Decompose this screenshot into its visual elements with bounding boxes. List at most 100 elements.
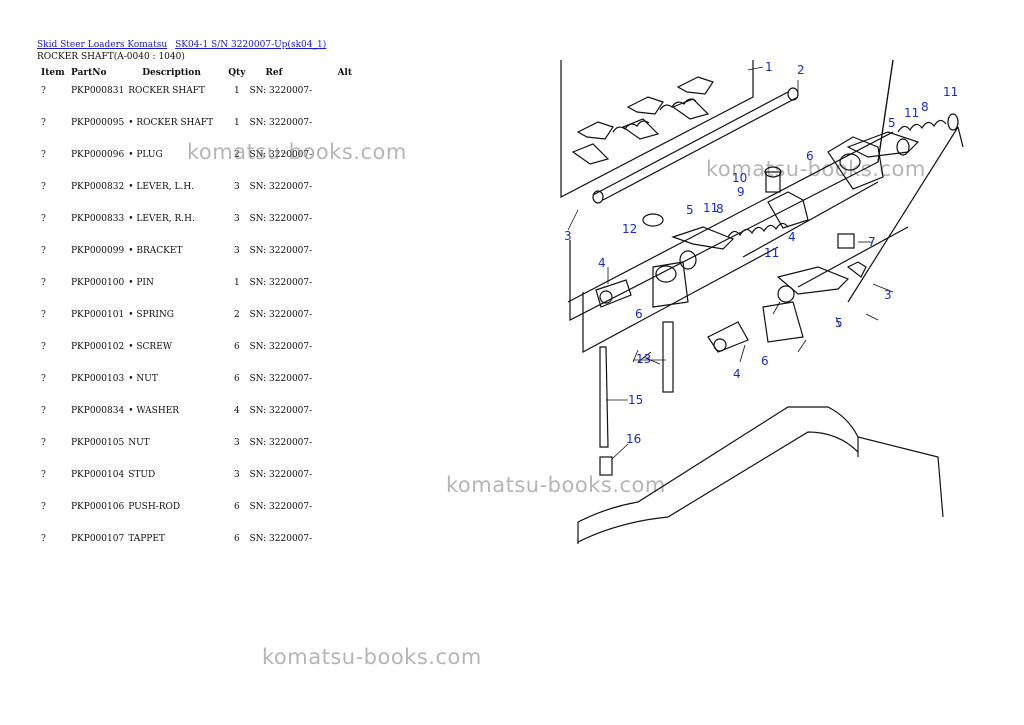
callout-label: 5 — [835, 316, 843, 330]
cell-qty: 3 — [233, 438, 240, 448]
cell-item: ? — [41, 118, 46, 128]
cell-description: • WASHER — [128, 406, 180, 416]
cell-partno: PKP000096 — [71, 150, 125, 160]
col-header-item: Item — [41, 68, 65, 78]
cell-item: ? — [41, 182, 46, 192]
cell-partno: PKP000833 — [71, 214, 125, 224]
cell-item: ? — [41, 342, 46, 352]
cell-partno: PKP000105 — [71, 438, 125, 448]
cell-description: • LEVER, L.H. — [128, 182, 195, 192]
cell-partno: PKP000831 — [71, 86, 125, 96]
callout-label: 11 — [764, 246, 779, 260]
col-header-partno: PartNo — [71, 68, 107, 78]
cell-ref: SN: 3220007- — [249, 118, 313, 128]
cell-ref: SN: 3220007- — [249, 534, 313, 544]
breadcrumb: Skid Steer Loaders Komatsu SK04-1 S/N 32… — [37, 40, 331, 50]
cell-alt — [337, 368, 356, 400]
watermark: komatsu-books.com — [187, 140, 407, 164]
cell-item: ? — [41, 278, 46, 288]
callout-label: 5 — [888, 116, 896, 130]
cell-partno: PKP000107 — [71, 534, 125, 544]
diagram-callouts: 1 2 3 4 5 6 7 8 9 10 11 11 12 13 15 16 4… — [564, 60, 958, 446]
cell-partno: PKP000102 — [71, 342, 125, 352]
breadcrumb-link-category[interactable]: Skid Steer Loaders Komatsu — [37, 40, 168, 50]
cell-partno: PKP000103 — [71, 374, 125, 384]
cell-alt — [337, 208, 356, 240]
cell-alt — [337, 304, 356, 336]
cell-item: ? — [41, 534, 46, 544]
cell-item: ? — [41, 310, 46, 320]
cell-partno: PKP000095 — [71, 118, 125, 128]
cell-partno: PKP000101 — [71, 310, 125, 320]
cell-partno: PKP000100 — [71, 278, 125, 288]
cell-alt — [337, 80, 356, 112]
cell-item: ? — [41, 150, 46, 160]
cell-qty: 2 — [233, 150, 240, 160]
cell-alt — [337, 400, 356, 432]
cell-description: • SCREW — [128, 342, 173, 352]
cell-partno: PKP000106 — [71, 502, 125, 512]
cell-qty: 3 — [233, 182, 240, 192]
callout-label: 11 — [904, 106, 919, 120]
callout-label: 11 — [943, 85, 958, 99]
cell-ref: SN: 3220007- — [249, 86, 313, 96]
callout-label: 13 — [636, 352, 651, 366]
callout-label: 6 — [761, 354, 769, 368]
exploded-parts-diagram: 1 2 3 4 5 6 7 8 9 10 11 11 12 13 15 16 4… — [560, 59, 964, 544]
cell-item: ? — [41, 246, 46, 256]
callout-label: 8 — [921, 100, 929, 114]
watermark: komatsu-books.com — [262, 645, 482, 669]
cell-qty: 6 — [233, 374, 240, 384]
cell-qty: 2 — [233, 310, 240, 320]
cell-item: ? — [41, 86, 46, 96]
cell-item: ? — [41, 502, 46, 512]
cell-ref: SN: 3220007- — [249, 374, 313, 384]
cell-description: • LEVER, R.H. — [128, 214, 195, 224]
table-header-row: Item PartNo Description Qty Ref Alt — [37, 66, 356, 80]
cell-alt — [337, 528, 356, 554]
cell-qty: 3 — [233, 470, 240, 480]
cell-ref: SN: 3220007- — [249, 150, 313, 160]
cell-item: ? — [41, 438, 46, 448]
cell-qty: 6 — [233, 502, 240, 512]
page-title: ROCKER SHAFT(A-0040 : 1040) — [37, 52, 185, 62]
cell-ref: SN: 3220007- — [249, 502, 313, 512]
callout-label: 4 — [598, 256, 606, 270]
cell-alt — [337, 240, 356, 272]
cell-qty: 1 — [233, 118, 240, 128]
cell-item: ? — [41, 214, 46, 224]
cell-alt — [337, 336, 356, 368]
cell-description: PUSH-ROD — [128, 502, 181, 512]
callout-label: 12 — [622, 222, 637, 236]
callout-label: 11 — [703, 201, 718, 215]
cell-description: • PIN — [128, 278, 154, 288]
parts-table: Item PartNo Description Qty Ref Alt ?PKP… — [37, 66, 356, 554]
cell-description: • BRACKET — [128, 246, 183, 256]
cell-qty: 3 — [233, 214, 240, 224]
cell-description: • PLUG — [128, 150, 163, 160]
callout-label: 2 — [797, 63, 805, 77]
cell-qty: 6 — [233, 534, 240, 544]
cell-ref: SN: 3220007- — [249, 406, 313, 416]
callout-label: 3 — [564, 229, 572, 243]
cell-alt — [337, 272, 356, 304]
breadcrumb-link-model[interactable]: SK04-1 S/N 3220007-Up(sk04_1) — [175, 40, 327, 50]
cell-partno: PKP000834 — [71, 406, 125, 416]
cell-qty: 3 — [233, 246, 240, 256]
cell-qty: 1 — [233, 86, 240, 96]
cell-partno: PKP000104 — [71, 470, 125, 480]
cell-ref: SN: 3220007- — [249, 278, 313, 288]
cell-alt — [337, 432, 356, 464]
callout-label: 4 — [788, 230, 796, 244]
col-header-description: Description — [142, 68, 201, 78]
cell-description: • SPRING — [128, 310, 174, 320]
